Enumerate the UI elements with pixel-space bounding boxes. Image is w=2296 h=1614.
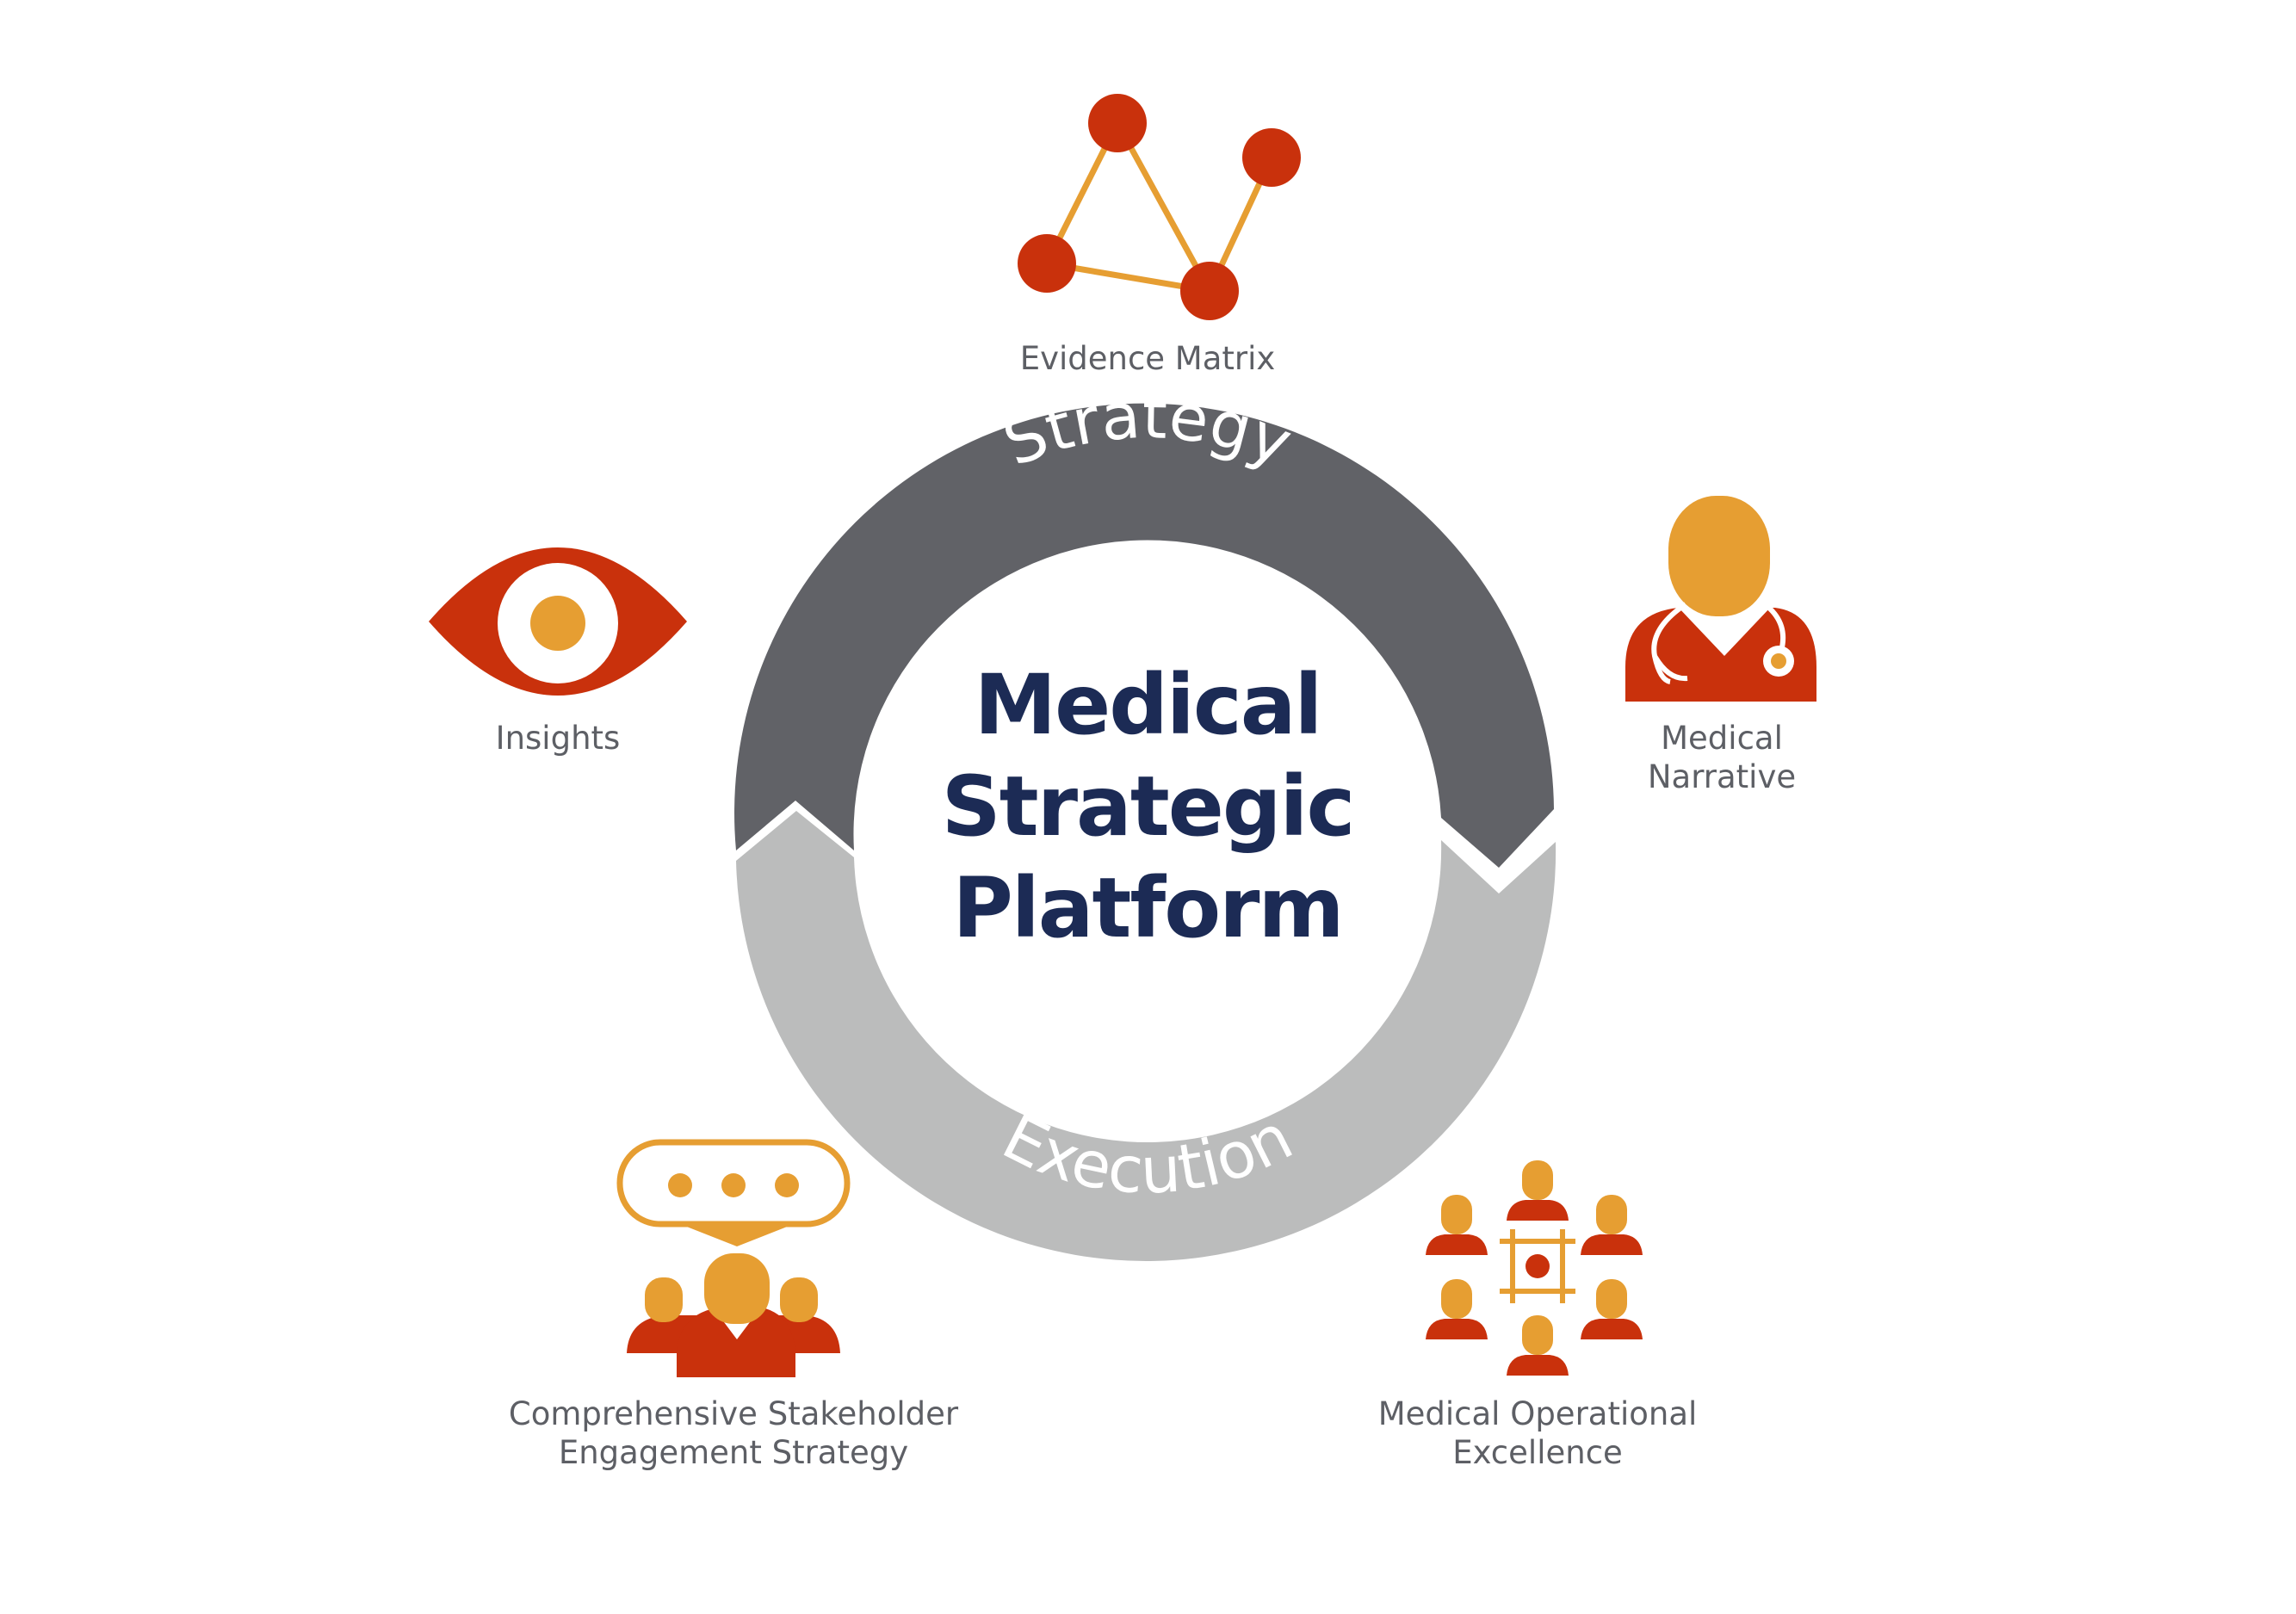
insights-label: Insights: [386, 719, 730, 758]
operational-excellence-label-line-2: Excellence: [1452, 1434, 1623, 1471]
stakeholder-label-line-2: Engagement Strategy: [558, 1434, 909, 1471]
evidence-matrix-label: Evidence Matrix: [932, 339, 1363, 378]
operational-excellence-label-line-1: Medical Operational: [1377, 1395, 1698, 1432]
insights-label-text: Insights: [495, 720, 621, 757]
stakeholder-label-line-1: Comprehensive Stakeholder: [508, 1395, 959, 1432]
group-chat-icon: [616, 1139, 851, 1377]
center-title-line-2: Strategic: [941, 758, 1356, 855]
team-network-icon: [1426, 1160, 1643, 1376]
medical-narrative-label-line-2: Narrative: [1647, 758, 1797, 795]
eye-icon: [429, 547, 687, 696]
center-title-line-1: Medical: [974, 657, 1323, 753]
execution-ring-segment: [736, 811, 1556, 1261]
evidence-matrix-label-text: Evidence Matrix: [1019, 340, 1276, 377]
center-title: Medical Strategic Platform: [889, 654, 1406, 959]
strategy-ring-segment: [734, 403, 1554, 868]
medical-narrative-label: Medical Narrative: [1550, 719, 1894, 796]
network-icon: [1018, 94, 1301, 320]
stakeholder-label: Comprehensive Stakeholder Engagement Str…: [389, 1394, 1078, 1472]
medical-narrative-label-line-1: Medical: [1661, 720, 1783, 757]
operational-excellence-label: Medical Operational Excellence: [1279, 1394, 1796, 1472]
doctor-icon: [1625, 496, 1816, 702]
center-title-line-3: Platform: [952, 860, 1344, 956]
